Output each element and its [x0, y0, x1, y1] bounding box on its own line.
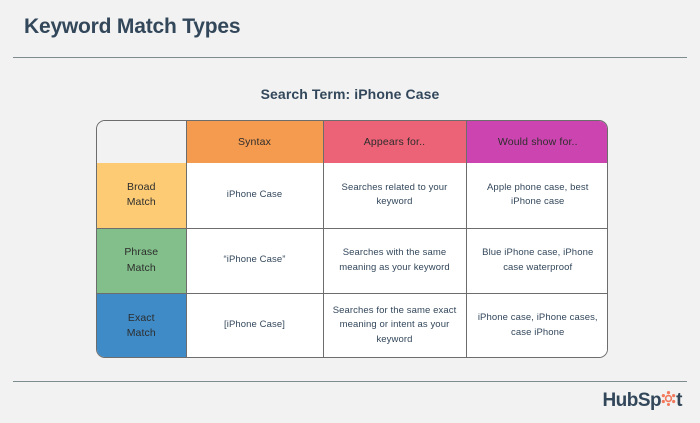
row-label-phrase-match: Phrase Match: [97, 227, 187, 294]
hubspot-logo-text-after: t: [676, 389, 682, 411]
cell-broad-syntax: iPhone Case: [185, 163, 324, 229]
cell-phrase-appears-for: Searches with the same meaning as your k…: [322, 227, 467, 294]
search-term-subtitle: Search Term: iPhone Case: [260, 86, 440, 102]
cell-phrase-syntax: “iPhone Case”: [185, 227, 324, 294]
cell-exact-appears-for: Searches for the same exact meaning or i…: [322, 292, 467, 357]
table-header-row: Syntax Appears for.. Would show for..: [97, 121, 607, 163]
hubspot-logo-text-before: HubSp: [602, 389, 662, 411]
sprocket-icon: [661, 390, 676, 406]
hubspot-logo: HubSp t: [602, 388, 682, 412]
page-title: Keyword Match Types: [24, 15, 241, 38]
column-header-would-show-for: Would show for..: [465, 121, 607, 163]
row-label-exact-line2: Match: [126, 326, 156, 339]
footer-divider: [13, 381, 687, 382]
cell-exact-would-show-for: iPhone case, iPhone cases, case iPhone: [465, 292, 607, 357]
column-header-syntax: Syntax: [185, 121, 324, 163]
cell-broad-would-show-for: Apple phone case, best iPhone case: [465, 163, 607, 229]
cell-phrase-would-show-for: Blue iPhone case, iPhone case waterproof: [465, 227, 607, 294]
row-label-phrase-line2: Match: [126, 261, 156, 274]
hubspot-logo-text: HubSp t: [602, 389, 682, 411]
row-label-phrase-line1: Phrase: [124, 246, 159, 259]
header-divider: [13, 57, 687, 58]
column-header-blank: [97, 121, 187, 163]
row-label-broad-line2: Match: [126, 196, 156, 209]
table-row: Broad Match iPhone Case Searches related…: [97, 163, 607, 229]
cell-broad-appears-for: Searches related to your keyword: [322, 163, 467, 229]
cell-exact-syntax: [iPhone Case]: [185, 292, 324, 357]
keyword-match-table: Syntax Appears for.. Would show for.. Br…: [96, 120, 608, 358]
table-row: Exact Match [iPhone Case] Searches for t…: [97, 292, 607, 357]
table-row: Phrase Match “iPhone Case” Searches with…: [97, 227, 607, 294]
column-header-appears-for: Appears for..: [322, 121, 467, 163]
row-label-exact-line1: Exact: [127, 311, 155, 324]
row-label-exact-match: Exact Match: [97, 292, 187, 357]
row-label-broad-match: Broad Match: [97, 163, 187, 229]
row-label-broad-line1: Broad: [126, 181, 156, 194]
